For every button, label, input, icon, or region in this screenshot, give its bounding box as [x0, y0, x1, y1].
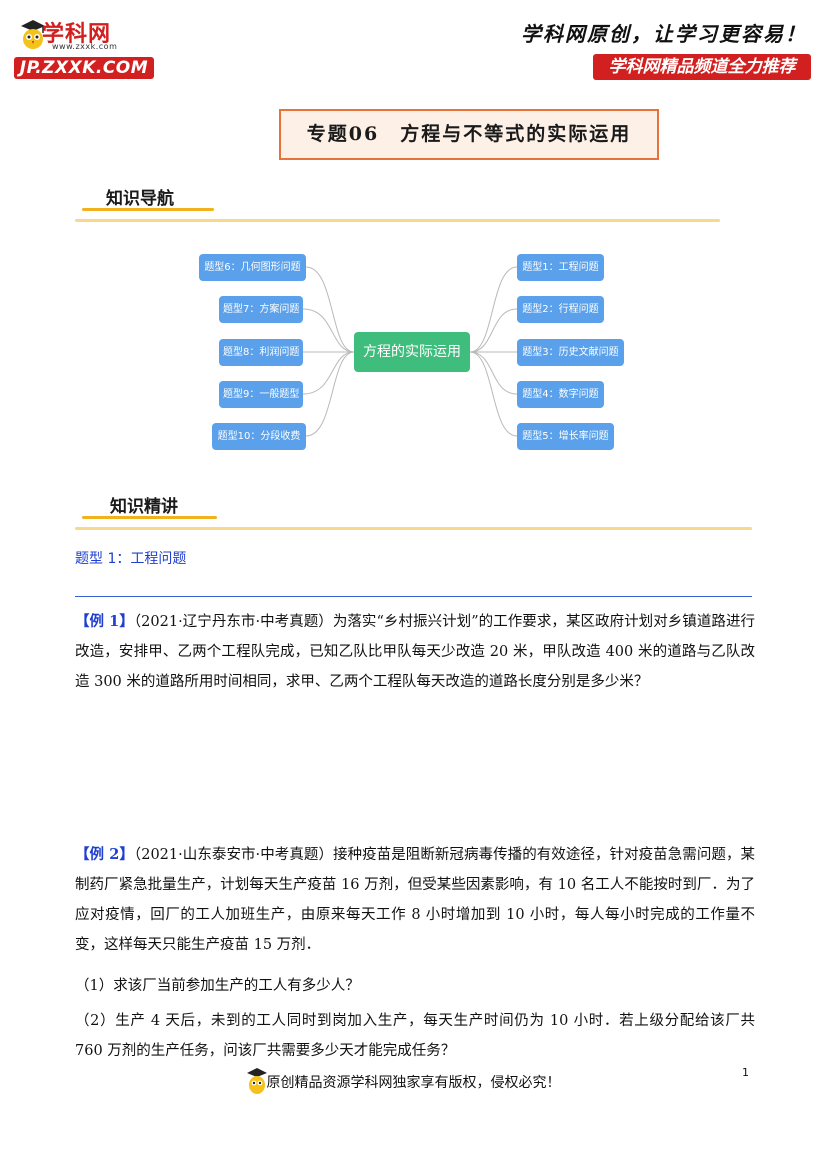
section-title-detail: 知识精讲: [110, 497, 178, 517]
mindmap-node-type5[interactable]: 题型5：增长率问题: [517, 423, 614, 450]
owl-logo-icon: [18, 18, 48, 50]
page-number: 1: [742, 1066, 749, 1079]
title-box: 专题06 方程与不等式的实际运用: [279, 109, 659, 160]
mindmap-node-type7[interactable]: 题型7：方案问题: [219, 296, 303, 323]
type1-heading: 题型 1：工程问题: [75, 551, 187, 567]
example1-text: （2021·辽宁丹东市·中考真题）为落实“乡村振兴计划”的工作要求，某区政府计划…: [75, 614, 755, 690]
mindmap-node-type1[interactable]: 题型1：工程问题: [517, 254, 604, 281]
mindmap-center[interactable]: 方程的实际运用: [354, 332, 470, 372]
logo-url: www.zxxk.com: [52, 42, 118, 51]
page-title: 专题06 方程与不等式的实际运用: [306, 123, 632, 145]
section-underline: [82, 208, 214, 211]
section-divider: [75, 527, 752, 530]
example1: 【例 1】（2021·辽宁丹东市·中考真题）为落实“乡村振兴计划”的工作要求，某…: [75, 607, 755, 697]
mindmap-node-type2[interactable]: 题型2：行程问题: [517, 296, 604, 323]
recommend-badge: 学科网精品频道全力推荐: [593, 54, 811, 80]
section-underline: [82, 516, 217, 519]
footer-copyright: 原创精品资源学科网独家享有版权，侵权必究！: [266, 1075, 561, 1091]
example2-question2: （2）生产 4 天后，未到的工人同时到岗加入生产，每天生产时间仍为 10 小时．…: [75, 1013, 755, 1059]
example2: 【例 2】（2021·山东泰安市·中考真题）接种疫苗是阻断新冠病毒传播的有效途径…: [75, 840, 755, 960]
mindmap-node-type3[interactable]: 题型3：历史文献问题: [517, 339, 624, 366]
section-title-nav: 知识导航: [106, 189, 174, 209]
blue-rule: [75, 596, 752, 597]
logo-text: 学科网: [42, 22, 112, 47]
section-divider: [75, 219, 720, 222]
owl-footer-icon: [245, 1066, 269, 1096]
slogan: 学科网原创，让学习更容易！: [521, 22, 807, 46]
mindmap-node-type8[interactable]: 题型8：利润问题: [219, 339, 303, 366]
mindmap-node-type10[interactable]: 题型10：分段收费: [212, 423, 306, 450]
mindmap-node-type6[interactable]: 题型6：几何图形问题: [199, 254, 306, 281]
mindmap-node-type9[interactable]: 题型9：一般题型: [219, 381, 303, 408]
example2-label: 【例 2】: [75, 846, 134, 863]
example2-question1: （1）求该厂当前参加生产的工人有多少人？: [75, 978, 360, 994]
logo-badge[interactable]: JP.ZXXK.COM: [14, 57, 154, 79]
example1-label: 【例 1】: [75, 613, 134, 630]
mindmap-node-type4[interactable]: 题型4：数字问题: [517, 381, 604, 408]
example2-text: （2021·山东泰安市·中考真题）接种疫苗是阻断新冠病毒传播的有效途径，针对疫苗…: [75, 847, 756, 953]
